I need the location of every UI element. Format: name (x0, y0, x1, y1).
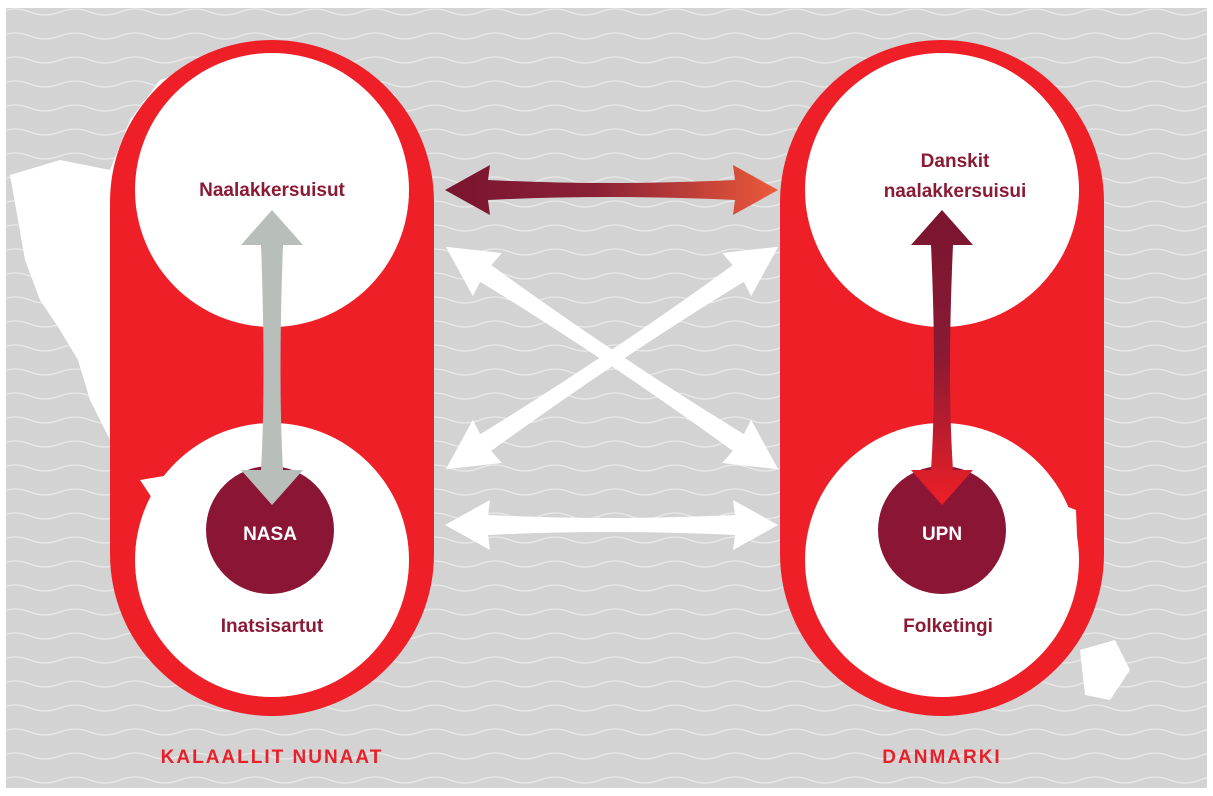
label-naalakkersuisut: Naalakkersuisut (199, 180, 345, 201)
vertical-arrow-left (241, 210, 303, 505)
right-top-node[interactable] (805, 53, 1079, 327)
region-label-right: DANMARKI (882, 747, 1001, 768)
right-group (780, 40, 1104, 716)
label-danskit: Danskit (921, 151, 990, 172)
label-upn: UPN (922, 524, 962, 545)
arrow-diagonal-up[interactable] (431, 225, 792, 491)
left-group (110, 40, 434, 716)
arrow-bottom-horizontal[interactable] (445, 500, 778, 550)
label-nasa: NASA (243, 524, 297, 545)
vertical-arrow-right (911, 210, 973, 505)
label-folketingi: Folketingi (903, 616, 993, 637)
arrow-top-horizontal[interactable] (445, 165, 778, 215)
left-top-node[interactable] (135, 53, 409, 327)
region-label-left: KALAALLIT NUNAAT (161, 747, 384, 768)
label-naalakkersuisui: naalakkersuisui (884, 181, 1027, 202)
label-inatsisartut: Inatsisartut (221, 616, 324, 637)
upn-node[interactable] (878, 466, 1006, 594)
nasa-node[interactable] (206, 466, 334, 594)
right-bottom-land (998, 500, 1078, 670)
denmark-island (1080, 640, 1130, 700)
